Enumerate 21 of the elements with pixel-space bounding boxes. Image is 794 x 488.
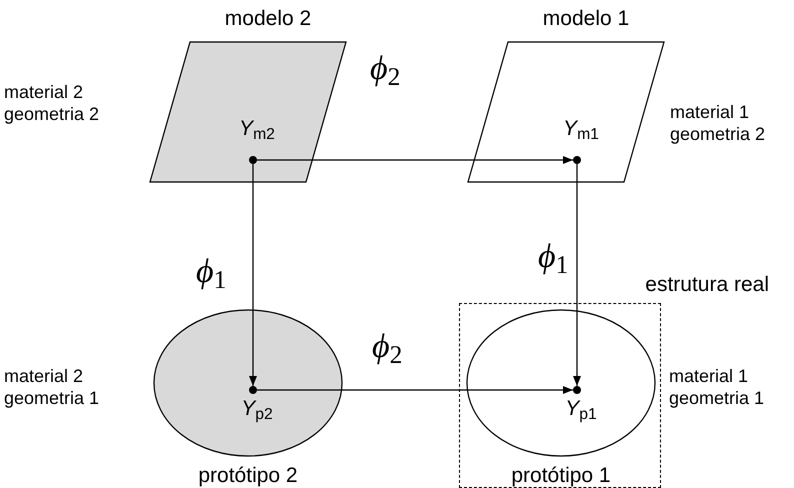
node-annotation: material 2 geometria 2	[4, 82, 100, 126]
node-heading: protótipo 2	[197, 465, 299, 486]
node-annotation: material 2 geometria 1	[4, 366, 100, 410]
arrow	[257, 156, 573, 164]
arrow	[257, 386, 573, 394]
node-heading: modelo 1	[542, 8, 630, 29]
edge-label: ϕ$_{2}$	[372, 330, 402, 364]
arrow	[249, 164, 257, 386]
edge-label: ϕ$_{1}$	[538, 240, 568, 274]
node-heading: modelo 2	[224, 8, 312, 29]
node-annotation: Y$_{m2}$	[238, 116, 276, 142]
node-annotation: Y$_{p1}$	[564, 396, 598, 422]
node-annotation: material 1 geometria 2	[670, 102, 766, 146]
node-annotation: Y$_{p2}$	[240, 396, 274, 422]
arrow	[573, 164, 581, 386]
node-annotation: Y$_{m1}$	[562, 116, 600, 142]
node-heading: protótipo 1	[510, 465, 612, 486]
edge-label: ϕ$_{1}$	[196, 255, 226, 289]
node-heading: estrutura real	[645, 274, 769, 295]
edge-label: ϕ$_{2}$	[370, 52, 400, 86]
node-annotation: material 1 geometria 1	[669, 366, 766, 410]
